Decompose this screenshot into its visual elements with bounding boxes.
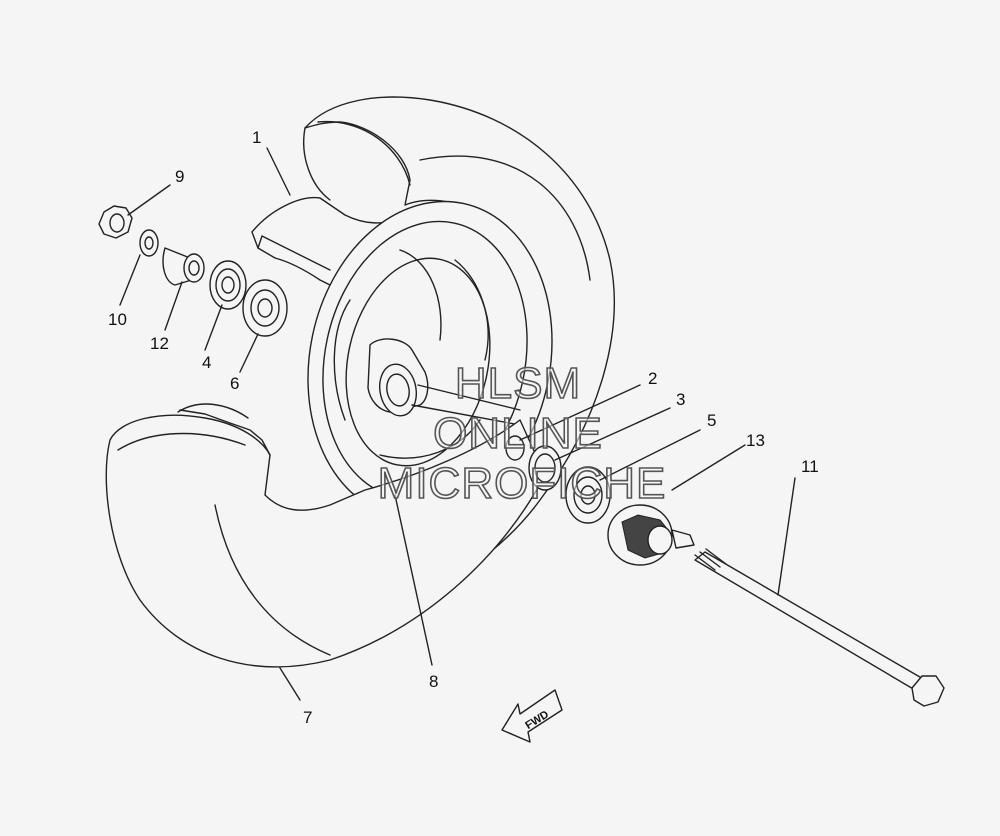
callout-10: 10 bbox=[108, 310, 127, 329]
watermark-line-2: ONLINE bbox=[433, 409, 603, 458]
part-6-oil-seal bbox=[242, 279, 288, 337]
callout-6: 6 bbox=[230, 374, 239, 393]
part-10-washer bbox=[139, 229, 159, 257]
callout-7: 7 bbox=[303, 708, 312, 727]
part-9-nut bbox=[98, 205, 133, 239]
watermark: HLSM ONLINE MICROFICHE bbox=[377, 358, 667, 509]
watermark-line-1: HLSM bbox=[455, 359, 581, 408]
part-2-spacer bbox=[505, 435, 525, 461]
callout-13: 13 bbox=[746, 431, 765, 450]
callout-3: 3 bbox=[676, 390, 685, 409]
part-5-oil-seal bbox=[565, 466, 611, 524]
part-4-bearing bbox=[209, 260, 247, 310]
part-12-collar bbox=[162, 247, 205, 286]
callout-2: 2 bbox=[648, 369, 657, 388]
leader-lines bbox=[119, 147, 796, 701]
callout-8: 8 bbox=[429, 672, 438, 691]
callout-5: 5 bbox=[707, 411, 716, 430]
callout-numbers: 1 2 3 4 5 6 7 8 9 10 11 12 13 bbox=[108, 128, 819, 727]
part-11-axle bbox=[694, 548, 945, 707]
part-13-gear-unit bbox=[607, 504, 695, 566]
callout-4: 4 bbox=[202, 353, 211, 372]
part-3-bearing bbox=[528, 445, 562, 491]
callout-1: 1 bbox=[252, 128, 261, 147]
fwd-direction-arrow: FWD bbox=[501, 689, 563, 743]
callout-12: 12 bbox=[150, 334, 169, 353]
callout-11: 11 bbox=[801, 457, 819, 476]
tire-lower-half bbox=[105, 403, 546, 668]
watermark-line-3: MICROFICHE bbox=[378, 459, 667, 508]
wheel-hub bbox=[367, 338, 521, 426]
callout-9: 9 bbox=[175, 167, 184, 186]
